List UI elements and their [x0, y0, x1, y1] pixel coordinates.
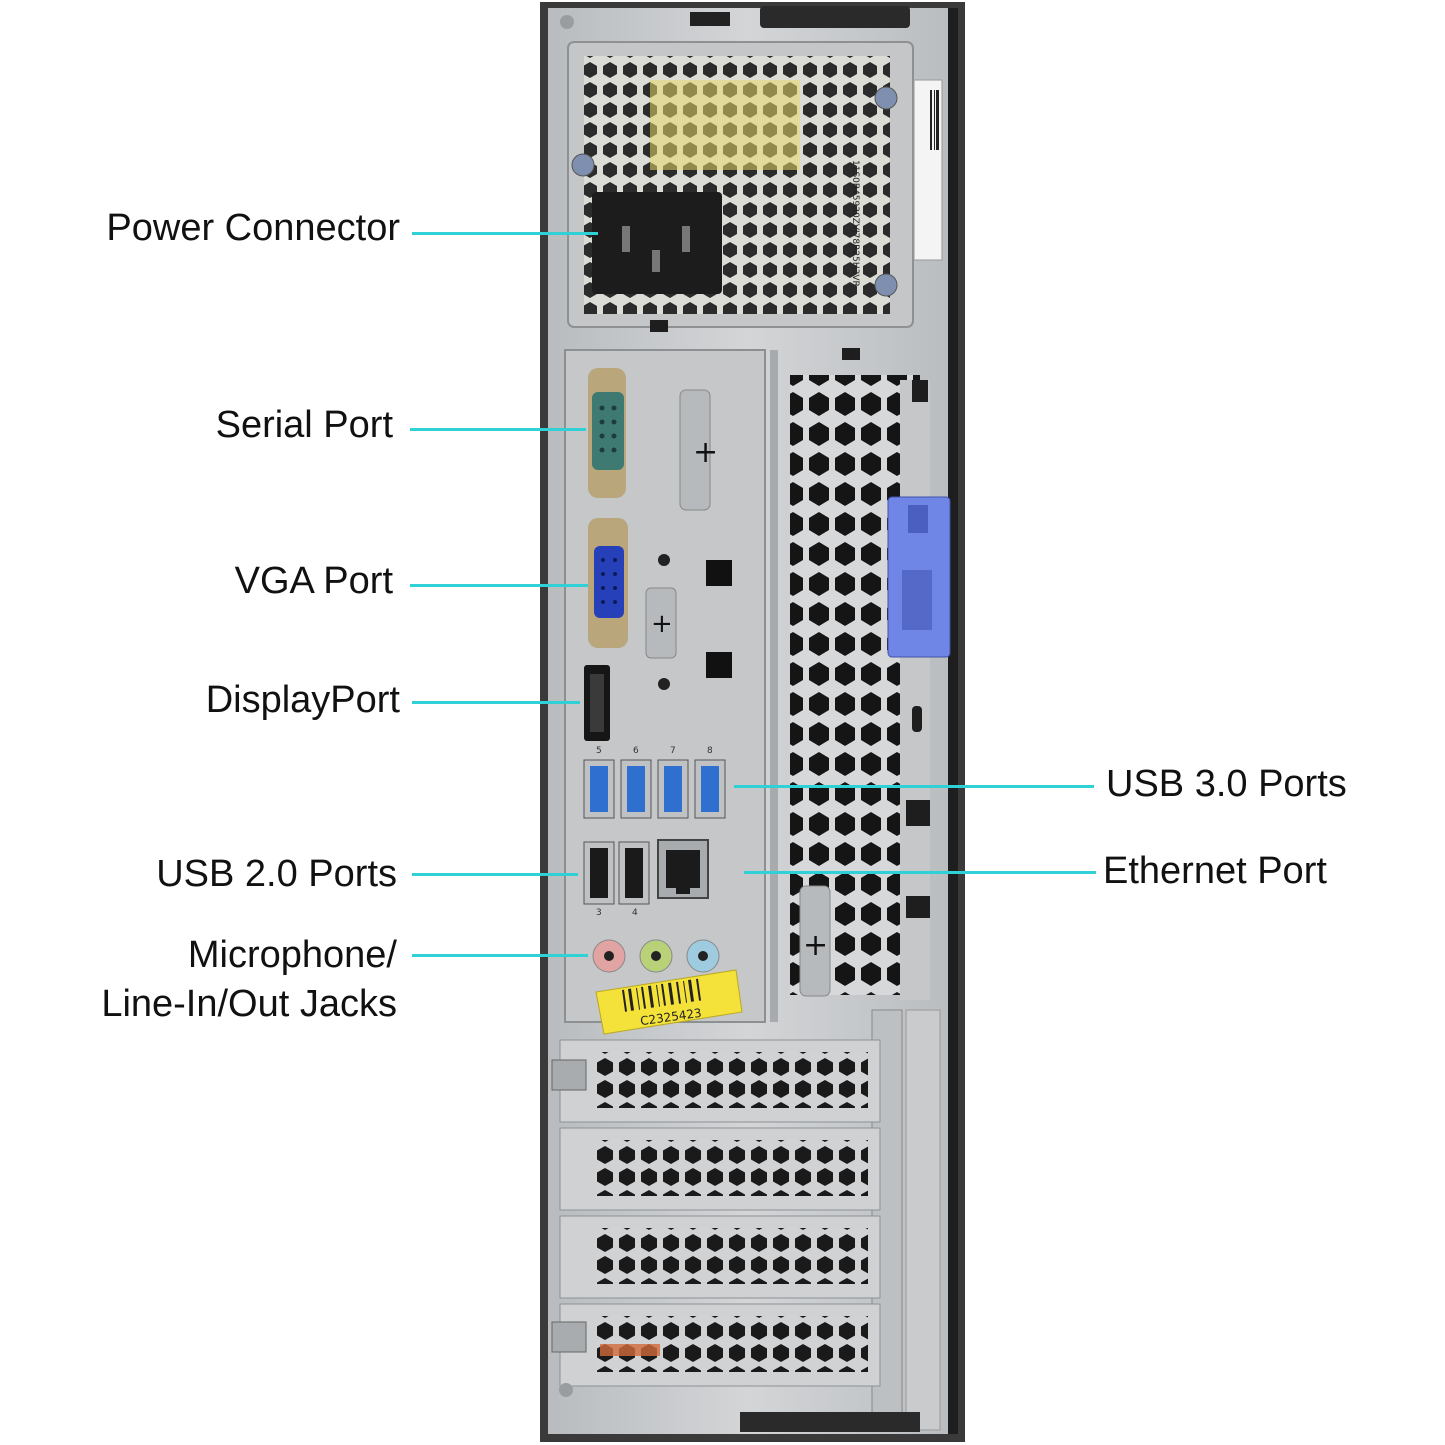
usb3-port-number: 8	[707, 746, 713, 756]
usb2-ports	[583, 841, 650, 905]
slot-notch	[906, 896, 930, 918]
lock-slot	[908, 505, 928, 533]
slot-vent	[596, 1228, 868, 1284]
vga-port-pins	[601, 558, 617, 604]
case-side-edge	[948, 8, 958, 1434]
leader-vga	[410, 584, 588, 587]
io-shield-rail	[770, 350, 778, 1022]
usb3-port-tongue	[664, 766, 682, 812]
power-connector-pins	[622, 226, 690, 272]
psu-fan-inner	[650, 80, 800, 170]
leader-displayport	[412, 701, 580, 704]
slot-notch	[912, 380, 928, 402]
sticker-barcode	[622, 978, 702, 1012]
label-displayport: DisplayPort	[205, 679, 400, 721]
usb2-port-tongue	[625, 848, 643, 898]
leader-usb3	[734, 785, 1094, 788]
leader-ethernet	[744, 871, 1096, 874]
usb2-port-number: 4	[632, 908, 638, 918]
leader-audio	[412, 954, 588, 957]
square-knockout	[706, 560, 732, 586]
ethernet-socket	[666, 850, 700, 888]
usb2-port-tongue	[590, 848, 608, 898]
slot-tint	[600, 1344, 660, 1356]
psu-screw-left	[571, 153, 595, 177]
screw-hole	[658, 554, 670, 566]
usb3-port-tongue	[590, 766, 608, 812]
psu-barcode-lines	[930, 90, 939, 150]
knockout-plate	[799, 885, 831, 997]
slot-tab	[551, 1059, 587, 1091]
jack-hole	[698, 951, 708, 961]
usb3-port-number: 5	[596, 746, 602, 756]
corner-screw	[559, 1383, 573, 1397]
square-knockout	[706, 652, 732, 678]
usb2-port-number: 3	[596, 908, 602, 918]
slot-notch	[842, 348, 860, 360]
slot-notch	[912, 706, 922, 732]
plus-icon: +	[693, 435, 718, 470]
usb3-port-number: 6	[633, 746, 639, 756]
usb3-port-tongue	[627, 766, 645, 812]
label-audio-line1: Microphone/	[187, 934, 397, 976]
label-usb2-ports: USB 2.0 Ports	[156, 853, 397, 895]
label-vga-port: VGA Port	[234, 560, 393, 602]
label-usb3-ports: USB 3.0 Ports	[1106, 763, 1347, 805]
jack-hole	[651, 951, 661, 961]
plus-icon: +	[803, 928, 828, 963]
top-latch	[760, 6, 910, 28]
power-connector[interactable]	[592, 192, 722, 294]
slot-notch	[906, 800, 930, 826]
slot-tab	[551, 1321, 587, 1353]
ethernet-latch	[676, 886, 690, 894]
lock-grip	[902, 570, 932, 630]
slot-notch	[650, 320, 668, 332]
label-ethernet-port: Ethernet Port	[1103, 850, 1327, 892]
top-notch	[690, 12, 730, 26]
leader-serial	[410, 428, 586, 431]
plus-icon: +	[651, 609, 673, 639]
bottom-foot	[740, 1412, 920, 1432]
slot-vent	[596, 1140, 868, 1196]
jack-hole	[604, 951, 614, 961]
usb3-port-tongue	[701, 766, 719, 812]
serial-port[interactable]	[592, 392, 624, 470]
knockout-plate	[679, 389, 711, 511]
usb3-ports	[583, 759, 726, 819]
usb3-port-number: 7	[670, 746, 676, 756]
knockout-plate	[645, 587, 677, 659]
leader-usb2	[412, 873, 578, 876]
slot-vent	[596, 1052, 868, 1108]
serial-sticker	[595, 969, 743, 1035]
label-audio-line2: Line-In/Out Jacks	[101, 983, 397, 1025]
vga-port[interactable]	[594, 546, 624, 618]
leader-power	[412, 232, 598, 235]
psu-screw-top-right	[874, 86, 898, 110]
slot-retainer-side	[905, 1009, 941, 1431]
serial-port-pins	[599, 405, 617, 453]
label-power-connector: Power Connector	[106, 207, 400, 249]
screw-hole	[658, 678, 670, 690]
corner-screw	[560, 15, 574, 29]
displayport-inner	[590, 674, 604, 732]
label-serial-port: Serial Port	[215, 404, 393, 446]
psu-screw-bottom-right	[874, 273, 898, 297]
psu-label-code: 11S0B45930ZVJ78R25H3VR	[850, 160, 860, 287]
